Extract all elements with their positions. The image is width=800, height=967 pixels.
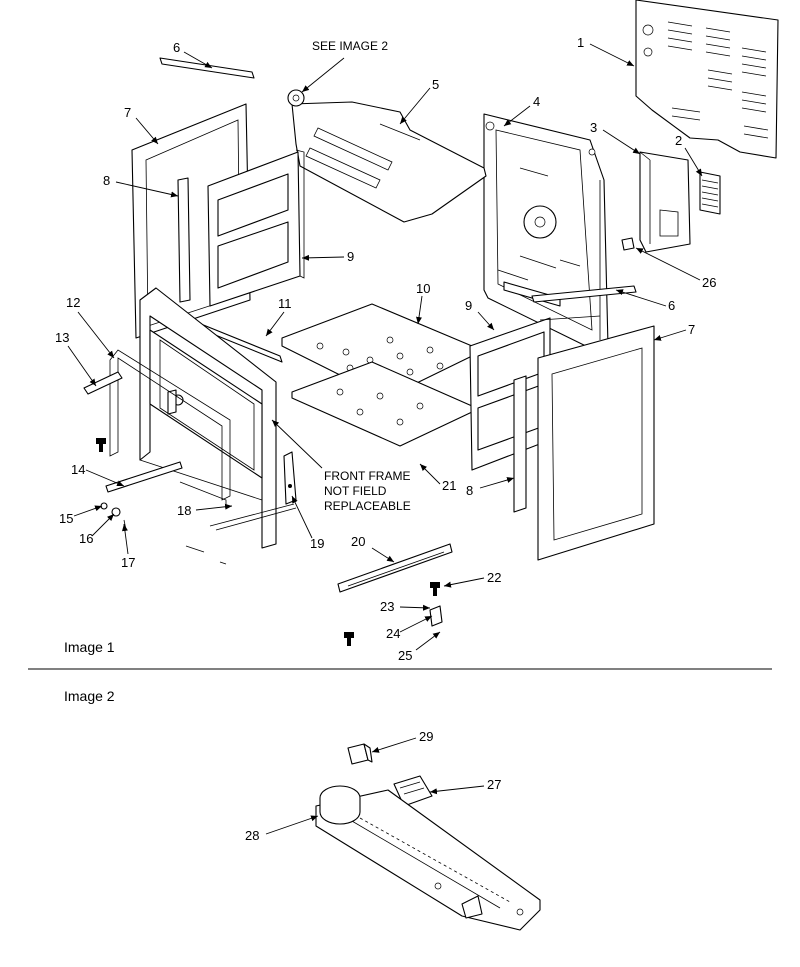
image-2-caption: Image 2: [64, 688, 115, 704]
part-back-frame: [483, 113, 609, 351]
callout-28: 28: [245, 828, 259, 843]
front-frame-note-line-2: NOT FIELD: [324, 484, 387, 498]
callout-11: 11: [278, 296, 292, 311]
callout-9-left: 9: [347, 249, 354, 264]
part-trim-strip-upper: [159, 57, 255, 79]
see-image-2-note: SEE IMAGE 2: [312, 39, 388, 53]
part-rear-panel: [635, 0, 779, 159]
part-bracket-assembly: [315, 785, 541, 931]
part-top-panel: [287, 89, 487, 223]
part-drawer-hardware: [344, 582, 443, 646]
callout-27: 27: [487, 777, 501, 792]
image-2-detail-view: Image 2 29 27 28: [64, 688, 541, 931]
image-1-caption: Image 1: [64, 639, 115, 655]
callouts-image-1: 1 2 3 4 5 6 6 7 7 8 8 9 9 10 11 12 13 14…: [55, 35, 716, 663]
part-small-bracket: [621, 237, 635, 251]
callout-3: 3: [590, 120, 597, 135]
callout-8-left: 8: [103, 173, 110, 188]
callout-22: 22: [487, 570, 501, 585]
image-1-exploded-view: 1 2 3 4 5 6 6 7 7 8 8 9 9 10 11 12 13 14…: [55, 0, 779, 663]
callout-17: 17: [121, 555, 135, 570]
callout-23: 23: [380, 599, 394, 614]
part-inner-panel-right: [469, 317, 551, 471]
callout-2: 2: [675, 133, 682, 148]
part-duct: [639, 151, 691, 253]
part-switch: [347, 743, 373, 765]
callout-14: 14: [71, 462, 85, 477]
part-insulation-strip-left: [177, 177, 191, 303]
callout-7-left: 7: [124, 105, 131, 120]
callout-10: 10: [416, 281, 430, 296]
callout-16: 16: [79, 531, 93, 546]
part-lower-hinge: [185, 451, 297, 565]
front-frame-note-line-1: FRONT FRAME: [324, 469, 410, 483]
callout-1: 1: [577, 35, 584, 50]
callout-5: 5: [432, 77, 439, 92]
callout-13: 13: [55, 330, 69, 345]
part-lower-bottom: [291, 361, 473, 447]
part-side-panel-right: [537, 325, 655, 561]
callout-26: 26: [702, 275, 716, 290]
part-bottom-rail: [105, 461, 297, 531]
part-screw-left: [96, 438, 106, 452]
callout-21: 21: [442, 478, 456, 493]
callout-6-top: 6: [173, 40, 180, 55]
callout-15: 15: [59, 511, 73, 526]
callout-6-right: 6: [668, 298, 675, 313]
callout-12: 12: [66, 295, 80, 310]
callout-9-right: 9: [465, 298, 472, 313]
part-insulation-strip-right: [513, 375, 527, 513]
part-hinge-bracket: [83, 371, 123, 395]
callout-18: 18: [177, 503, 191, 518]
part-front-frame: [139, 287, 277, 549]
part-trim-rod-right: [531, 285, 637, 321]
callout-24: 24: [386, 626, 400, 641]
part-inner-panel-left: [207, 149, 305, 307]
front-frame-note-line-3: REPLACEABLE: [324, 499, 411, 513]
callout-25: 25: [398, 648, 412, 663]
callout-29: 29: [419, 729, 433, 744]
callout-8-right: 8: [466, 483, 473, 498]
part-drawer-rail: [337, 543, 453, 593]
part-fasteners: [100, 502, 127, 531]
callout-20: 20: [351, 534, 365, 549]
callout-4: 4: [533, 94, 540, 109]
callout-19: 19: [310, 536, 324, 551]
leader-lines-image-1: [67, 43, 703, 651]
callout-7-right: 7: [688, 322, 695, 337]
part-vent-cover: [699, 171, 721, 215]
